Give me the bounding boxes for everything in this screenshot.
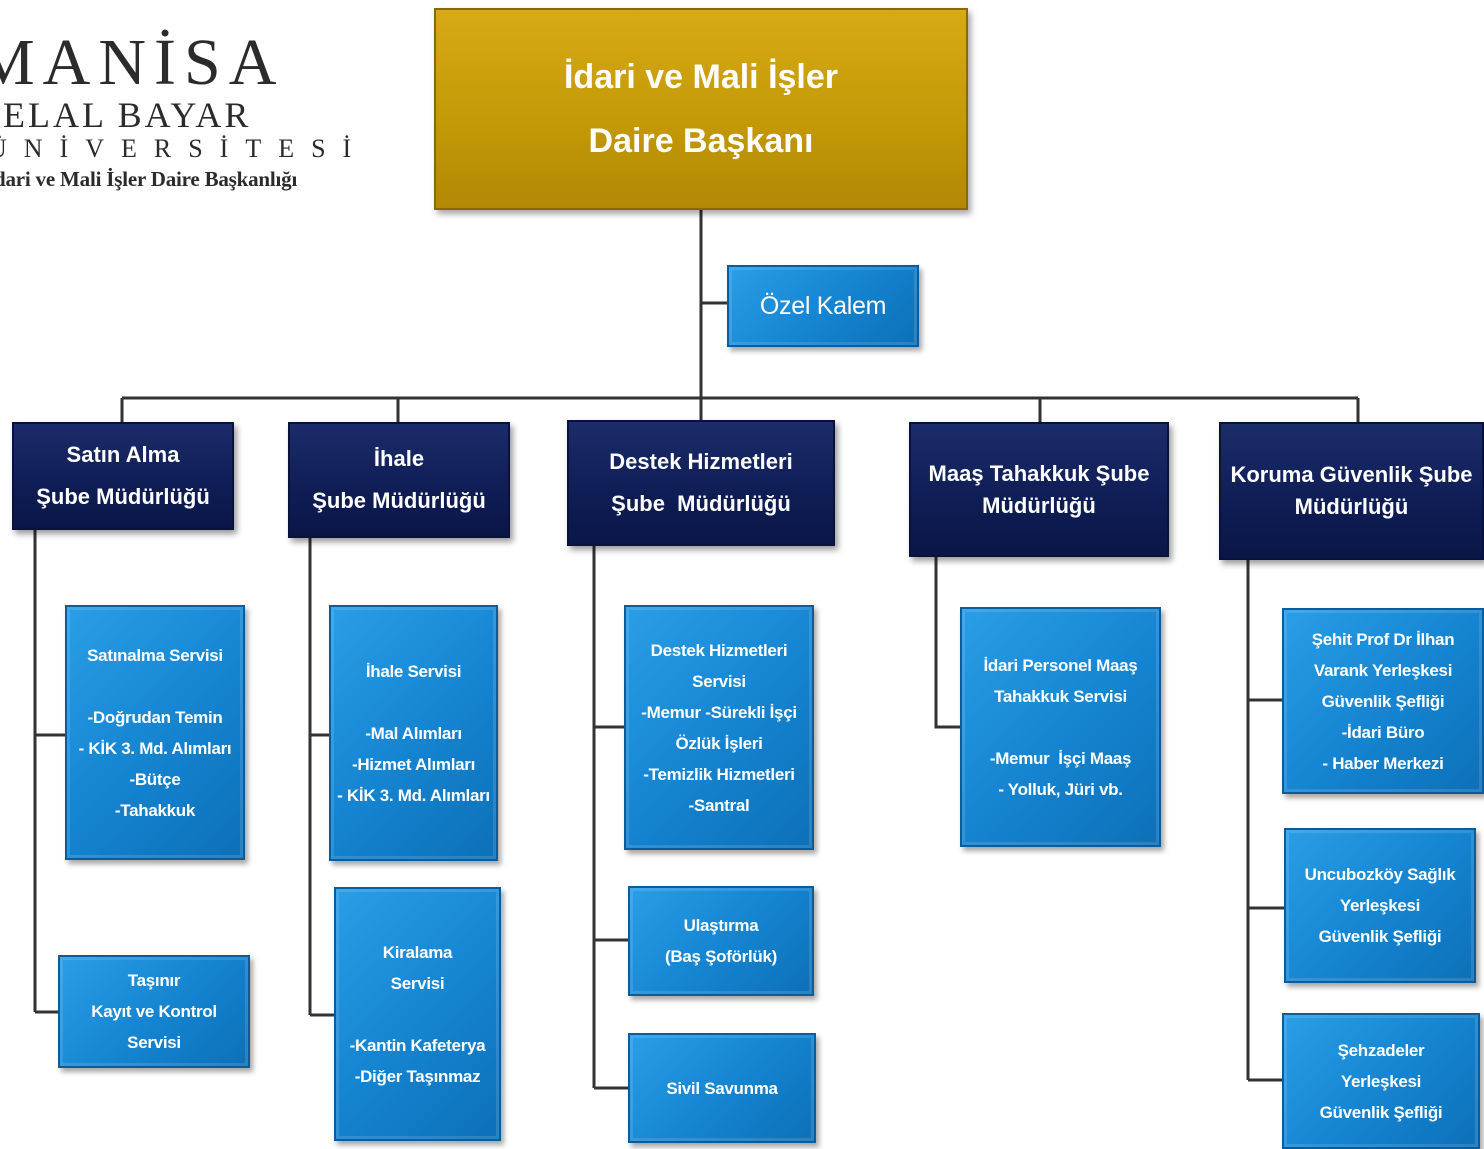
ozel-kalem-label: Özel Kalem [759,292,887,320]
service-text-line: Varank Yerleşkesi [1313,660,1453,680]
service-text-line: Satınalma Servisi [87,645,223,665]
service-text-line: -Kantin Kafeterya [349,1035,486,1055]
service-text-line: -Bütçe [129,769,181,789]
service-text-line: Destek Hizmetleri [650,640,788,660]
branch-destek-line-2: Şube Müdürlüğü [611,491,791,516]
branch-satin-alma-line-1: Satın Alma [66,442,180,467]
service-text-line: -Tahakkuk [114,800,196,820]
service-text-line: Güvenlik Şefliği [1319,1102,1443,1122]
service-text-line: -Mal Alımları [365,723,462,743]
branch-koruma-guvenlik: Koruma Güvenlik Şube Müdürlüğü [1219,422,1484,560]
service-destek-hizmetleri: Destek Hizmetleri Servisi -Memur -Sürekl… [624,605,814,850]
logo-line-4: İdari ve Mali İşler Daire Başkanlığı [0,167,298,191]
logo-line-2: CELAL BAYAR [0,95,252,135]
service-text-line: -Hizmet Alımları [351,754,476,774]
connector-koruma-services [1246,560,1284,1082]
service-text-line: Şehit Prof Dr İlhan [1311,629,1455,649]
service-text-line: Güvenlik Şefliği [1318,927,1442,946]
university-logo: MANİSA CELAL BAYAR ÜNİVERSİTESİ İdari ve… [0,30,360,194]
service-ihale: İhale Servisi -Mal Alımları -Hizmet Alım… [329,605,498,861]
branch-maas-line-2: Müdürlüğü [982,492,1096,518]
logo-line-3: ÜNİVERSİTESİ [0,134,369,163]
service-text-line: Sivil Savunma [666,1078,778,1098]
service-text-line: -Memur İşçi Maaş [989,748,1132,768]
service-text-line: - KİK 3. Md. Alımları [337,785,490,805]
service-idari-personel-maas: İdari Personel Maaş Tahakkuk Servisi -Me… [960,607,1161,847]
service-sehit-prof-dr-ilhan-varank: Şehit Prof Dr İlhan Varank Yerleşkesi Gü… [1282,608,1484,794]
service-text-line: -Diğer Taşınmaz [354,1066,481,1086]
service-satinalma: Satınalma Servisi -Doğrudan Temin - KİK … [65,605,245,860]
service-text-line: Kiralama [382,942,453,962]
service-text-line: Tahakkuk Servisi [994,686,1127,706]
service-text-line: (Baş Şoförlük) [665,947,777,966]
service-text-line: Kayıt ve Kontrol [91,1002,217,1021]
service-text-line: Servisi [692,671,746,691]
head-box-daire-baskani: İdari ve Mali İşler Daire Başkanı [434,8,968,210]
branch-koruma-line-1: Koruma Güvenlik Şube [1230,462,1473,487]
branch-destek-hizmetleri: Destek Hizmetleri Şube Müdürlüğü [567,420,835,546]
service-text-line: Uncubozköy Sağlık [1304,865,1456,884]
head-line-1: İdari ve Mali İşler [563,58,839,96]
service-text-line: Yerleşkesi [1340,1071,1422,1091]
logo-line-1: MANİSA [0,26,285,99]
service-text-line: Özlük İşleri [675,733,763,753]
service-text-line: Ulaştırma [683,916,759,935]
service-text-line: -Doğrudan Temin [87,707,223,727]
service-text-line: -Santral [688,795,750,815]
service-sivil-savunma: Sivil Savunma [628,1033,816,1143]
service-text-line: Servisi [127,1033,181,1052]
branch-satin-alma: Satın Alma Şube Müdürlüğü [12,422,234,530]
service-text-line: Taşınır [127,971,181,990]
service-kiralama: Kiralama Servisi -Kantin Kafeterya -Diğe… [334,887,501,1141]
branch-koruma-line-2: Müdürlüğü [1294,494,1409,519]
connector-destek-services [592,546,628,1090]
branch-ihale-line-1: İhale [373,446,425,471]
service-text-line: -İdari Büro [1341,722,1425,742]
branch-ihale: İhale Şube Müdürlüğü [288,422,510,538]
service-uncubozkoy-saglik: Uncubozköy Sağlık Yerleşkesi Güvenlik Şe… [1284,828,1476,983]
service-ulastirma: Ulaştırma (Baş Şoförlük) [628,886,814,996]
ozel-kalem-box: Özel Kalem [727,265,919,347]
head-line-2: Daire Başkanı [588,122,814,160]
service-text-line: Servisi [390,973,445,993]
branch-maas-line-1: Maaş Tahakkuk Şube [928,460,1150,486]
service-text-line: -Memur -Sürekli İşçi [641,702,797,722]
service-tasinir-kayit-kontrol: Taşınır Kayıt ve Kontrol Servisi [58,955,250,1068]
branch-maas-tahakkuk: Maaş Tahakkuk Şube Müdürlüğü [909,422,1169,557]
connector-maas-services [934,557,960,729]
branch-satin-alma-line-2: Şube Müdürlüğü [36,484,210,509]
branch-destek-line-1: Destek Hizmetleri [609,449,793,474]
service-text-line: Şehzadeler [1337,1040,1425,1060]
service-sehzadeler: Şehzadeler Yerleşkesi Güvenlik Şefliği [1282,1013,1480,1149]
connector-ihale-services [308,538,334,1017]
service-text-line: - Haber Merkezi [1322,753,1444,773]
service-text-line: İdari Personel Maaş [983,655,1138,675]
connector-satin-alma-services [33,530,65,1014]
service-text-line: Güvenlik Şefliği [1321,691,1445,711]
connector-lines [33,210,1360,1090]
service-text-line: İhale Servisi [365,661,462,681]
service-text-line: Yerleşkesi [1339,896,1421,915]
service-text-line: -Temizlik Hizmetleri [643,764,795,784]
service-text-line: - KİK 3. Md. Alımları [78,738,232,758]
branch-ihale-line-2: Şube Müdürlüğü [312,488,486,513]
service-text-line: - Yolluk, Jüri vb. [998,779,1123,799]
